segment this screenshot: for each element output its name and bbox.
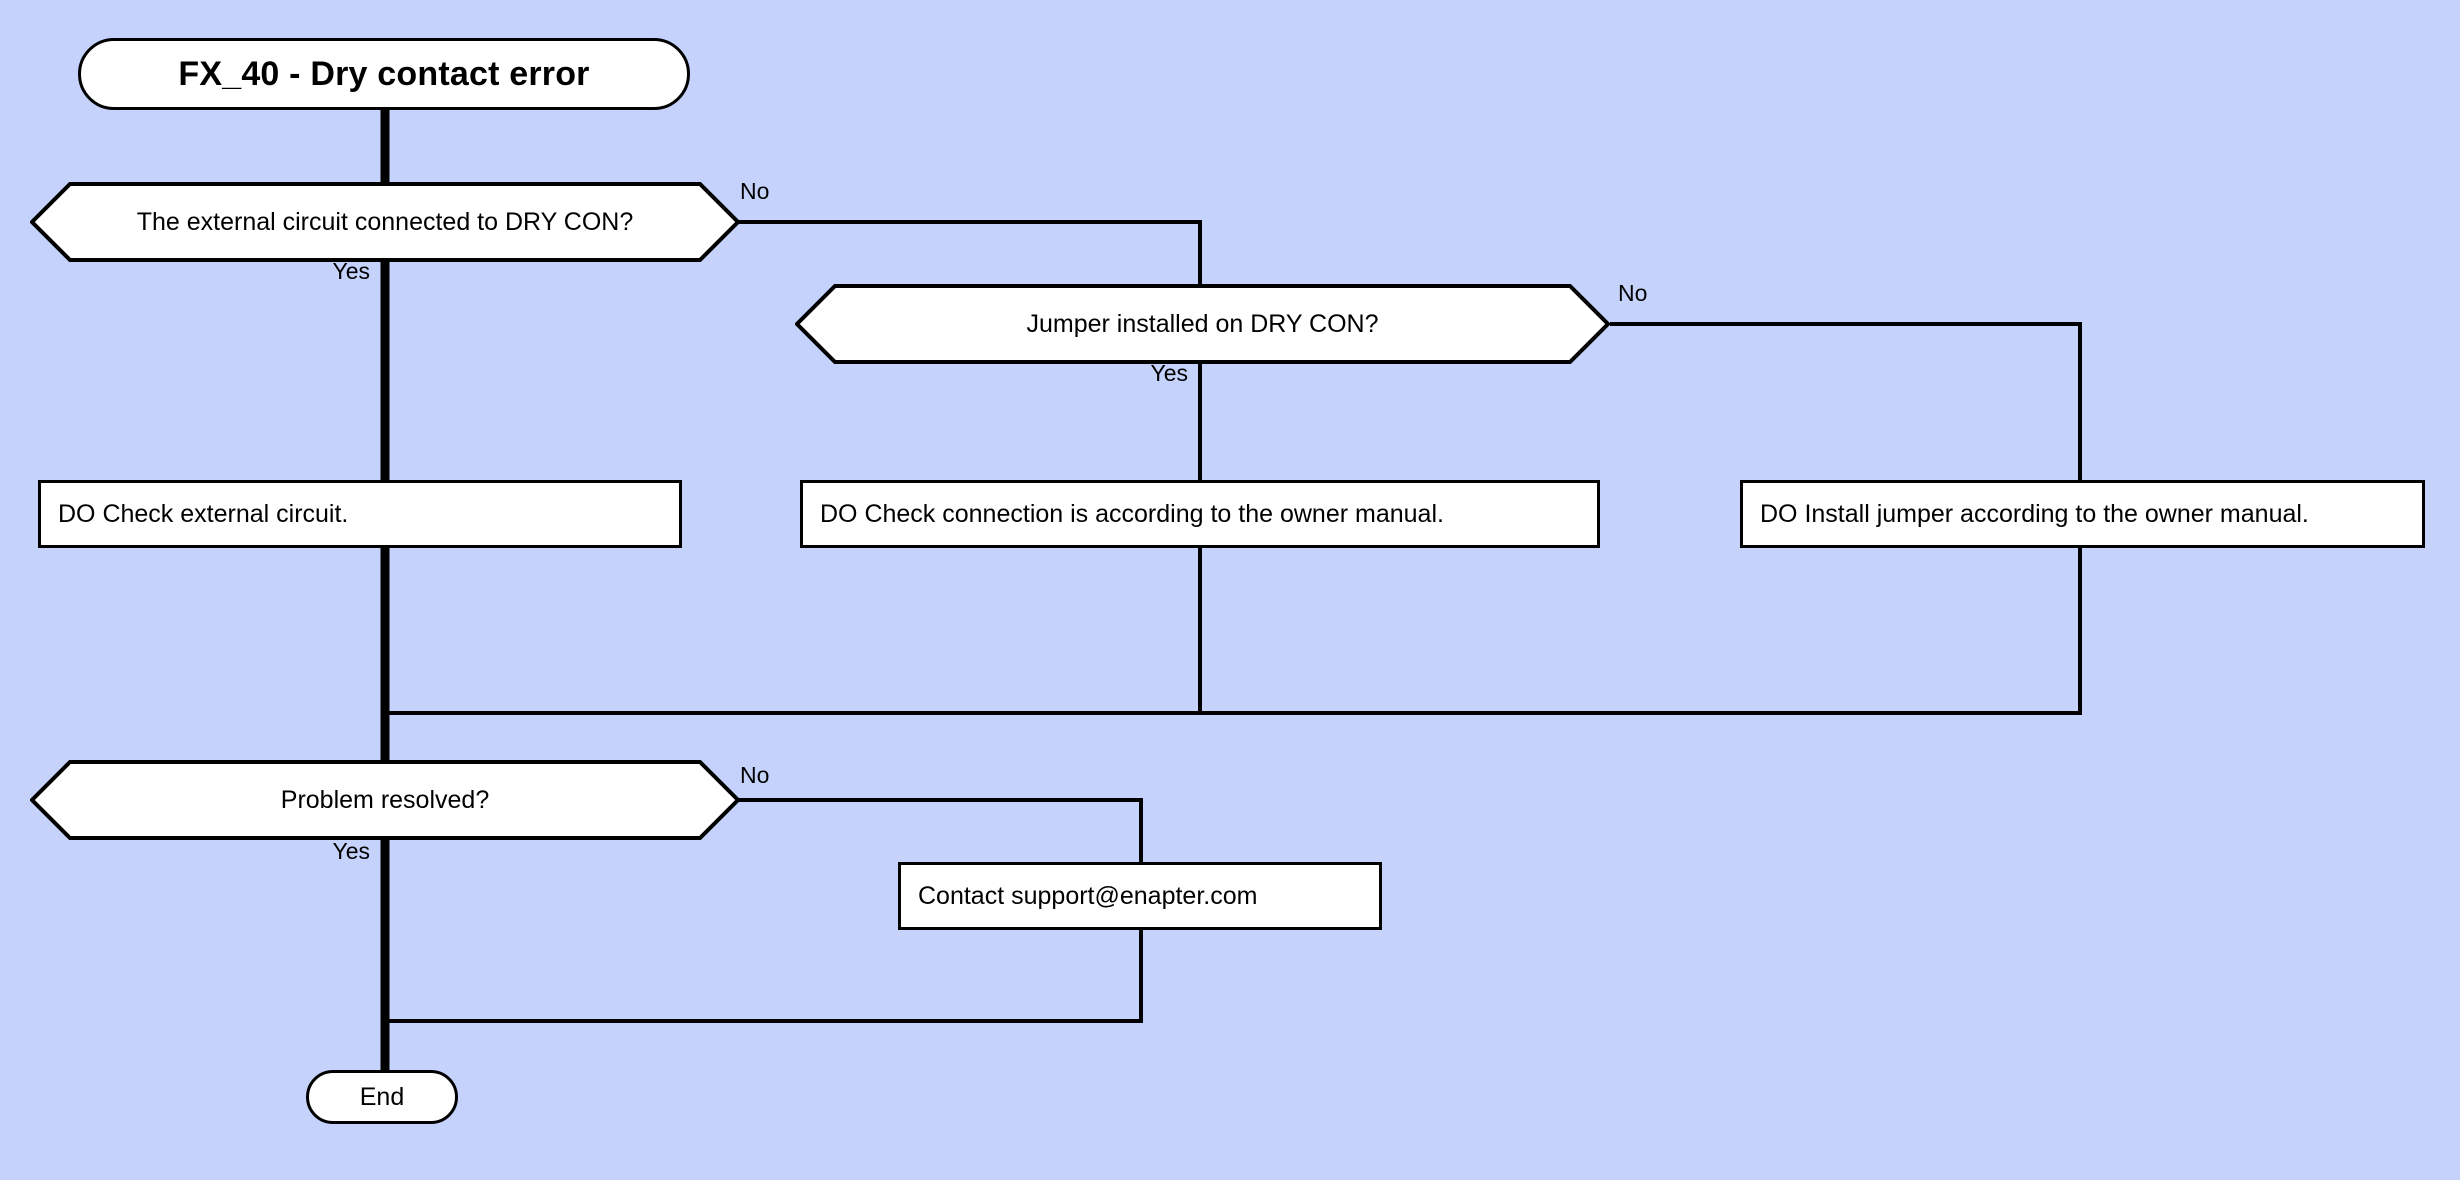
hexagon-shape — [30, 182, 740, 262]
node-decision-problem-resolved-label: Problem resolved? — [280, 785, 490, 814]
edge-jumper-no-to-install — [1610, 322, 2082, 480]
node-action-contact-support[interactable]: Contact support@enapter.com — [898, 862, 1382, 930]
node-action-check-external-circuit[interactable]: DO Check external circuit. — [38, 480, 682, 548]
node-action-contact-support-label: Contact support@enapter.com — [918, 881, 1258, 910]
node-decision-jumper[interactable]: Jumper installed on DRY CON? — [795, 284, 1610, 364]
node-start-label: FX_40 - Dry contact error — [178, 54, 590, 93]
node-decision-external-circuit[interactable]: The external circuit connected to DRY CO… — [30, 182, 740, 262]
node-decision-jumper-label: Jumper installed on DRY CON? — [1026, 309, 1379, 338]
node-decision-external-circuit-label: The external circuit connected to DRY CO… — [136, 207, 634, 236]
edge-label-resolved-yes: Yes — [332, 838, 370, 864]
edge-label-external-no: No — [740, 178, 770, 204]
edge-resolved-no-to-contact — [725, 798, 1143, 862]
node-end[interactable]: End — [306, 1070, 458, 1124]
hexagon-shape — [30, 760, 740, 840]
edge-label-jumper-yes: Yes — [1150, 360, 1188, 386]
hexagon-shape — [795, 284, 1610, 364]
node-start-fx40[interactable]: FX_40 - Dry contact error — [78, 38, 690, 110]
node-end-label: End — [359, 1082, 405, 1111]
edge-label-external-yes: Yes — [332, 258, 370, 284]
node-action-check-external-circuit-label: DO Check external circuit. — [58, 499, 349, 528]
node-action-install-jumper-label: DO Install jumper according to the owner… — [1760, 499, 2309, 528]
edge-contact-to-end-rail — [385, 930, 1143, 1023]
node-action-install-jumper[interactable]: DO Install jumper according to the owner… — [1740, 480, 2425, 548]
edge-label-resolved-no: No — [740, 762, 770, 788]
node-action-check-connection-label: DO Check connection is according to the … — [820, 499, 1444, 528]
node-decision-problem-resolved[interactable]: Problem resolved? — [30, 760, 740, 840]
edge-label-jumper-no: No — [1618, 280, 1648, 306]
node-action-check-connection[interactable]: DO Check connection is according to the … — [800, 480, 1600, 548]
edge-external-no-to-jumper — [725, 220, 1202, 284]
